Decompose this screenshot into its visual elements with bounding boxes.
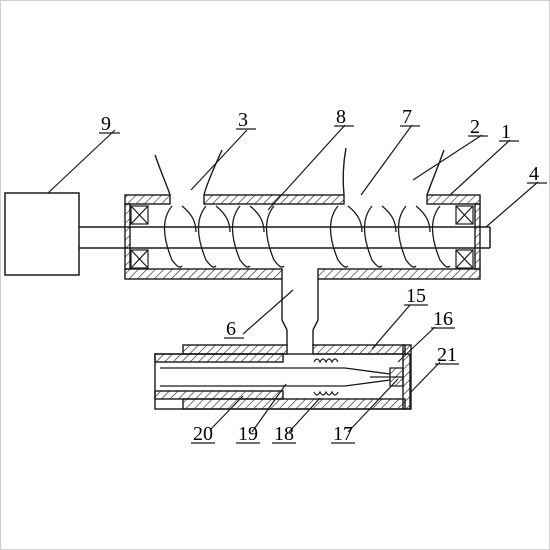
label-21: 21	[437, 344, 457, 366]
die-housing	[154, 344, 412, 410]
screw-flight-right	[329, 205, 451, 268]
screw-flight-left	[163, 205, 285, 268]
label-17: 17	[333, 423, 353, 445]
motor-box	[4, 192, 80, 276]
label-2: 2	[470, 116, 480, 138]
label-8: 8	[336, 106, 346, 128]
hopper-inlet-right	[342, 147, 445, 196]
label-4: 4	[529, 163, 539, 185]
die-mandrel	[160, 367, 391, 387]
label-7: 7	[402, 106, 412, 128]
nozzle-tip	[370, 367, 404, 387]
label-19: 19	[238, 423, 258, 445]
drive-shaft	[79, 226, 491, 249]
outlet-pipe	[281, 279, 319, 346]
label-16: 16	[433, 308, 453, 330]
label-underlines	[99, 125, 547, 444]
label-1: 1	[501, 121, 511, 143]
label-18: 18	[274, 423, 294, 445]
hopper-inlet-left	[154, 149, 223, 196]
label-6: 6	[226, 318, 236, 340]
leader-lines	[47, 124, 539, 433]
thread-ridges	[313, 358, 339, 396]
barrel-housing	[124, 194, 481, 280]
label-3: 3	[238, 109, 248, 131]
label-9: 9	[101, 113, 111, 135]
bearing-right	[455, 205, 474, 269]
label-15: 15	[406, 285, 426, 307]
label-20: 20	[193, 423, 213, 445]
bearing-left	[130, 205, 149, 269]
